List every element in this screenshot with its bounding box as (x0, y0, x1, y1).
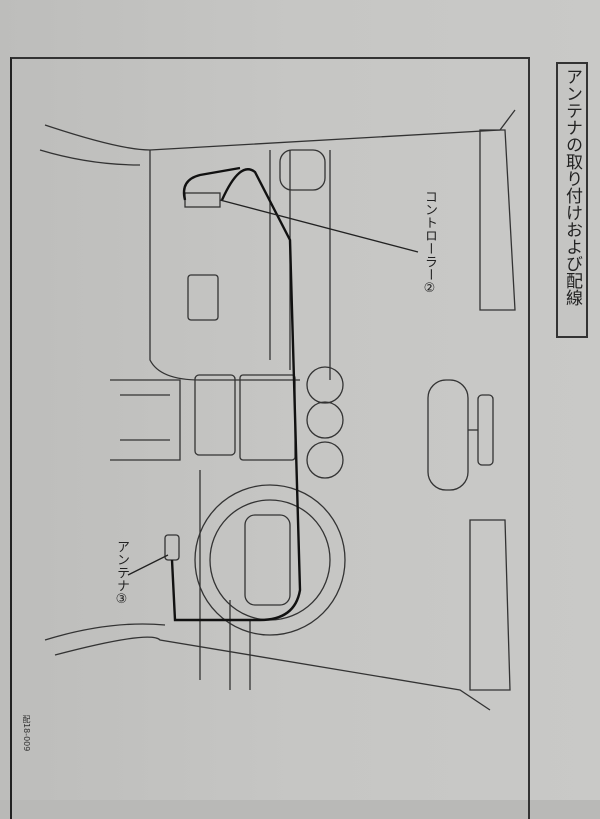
document-page (0, 0, 600, 800)
antenna-leader-line (127, 554, 169, 576)
windshield-bottom-edge (54, 636, 491, 711)
antenna-label: アンテナ③ (114, 540, 129, 607)
controller-label: コントローラー② (422, 190, 437, 296)
dashboard-illustration (39, 109, 516, 711)
figure-code: 配18-009 (22, 715, 31, 752)
controller-leader-line (219, 199, 419, 253)
wiring-cable (170, 168, 302, 622)
rearview-mirror (427, 379, 469, 491)
page-frame (10, 57, 530, 819)
sun-visor-right (479, 129, 516, 311)
windshield-top-edge (44, 109, 516, 151)
steering-wheel (194, 484, 346, 636)
controller-unit (184, 192, 221, 208)
glovebox-handle (187, 274, 219, 321)
antenna-unit (164, 534, 180, 561)
title-box (556, 62, 588, 338)
section-title: アンテナの取り付けおよび配線 (562, 68, 582, 306)
vent (306, 366, 344, 404)
sun-visor-left (469, 519, 511, 691)
audio-unit (194, 374, 236, 456)
